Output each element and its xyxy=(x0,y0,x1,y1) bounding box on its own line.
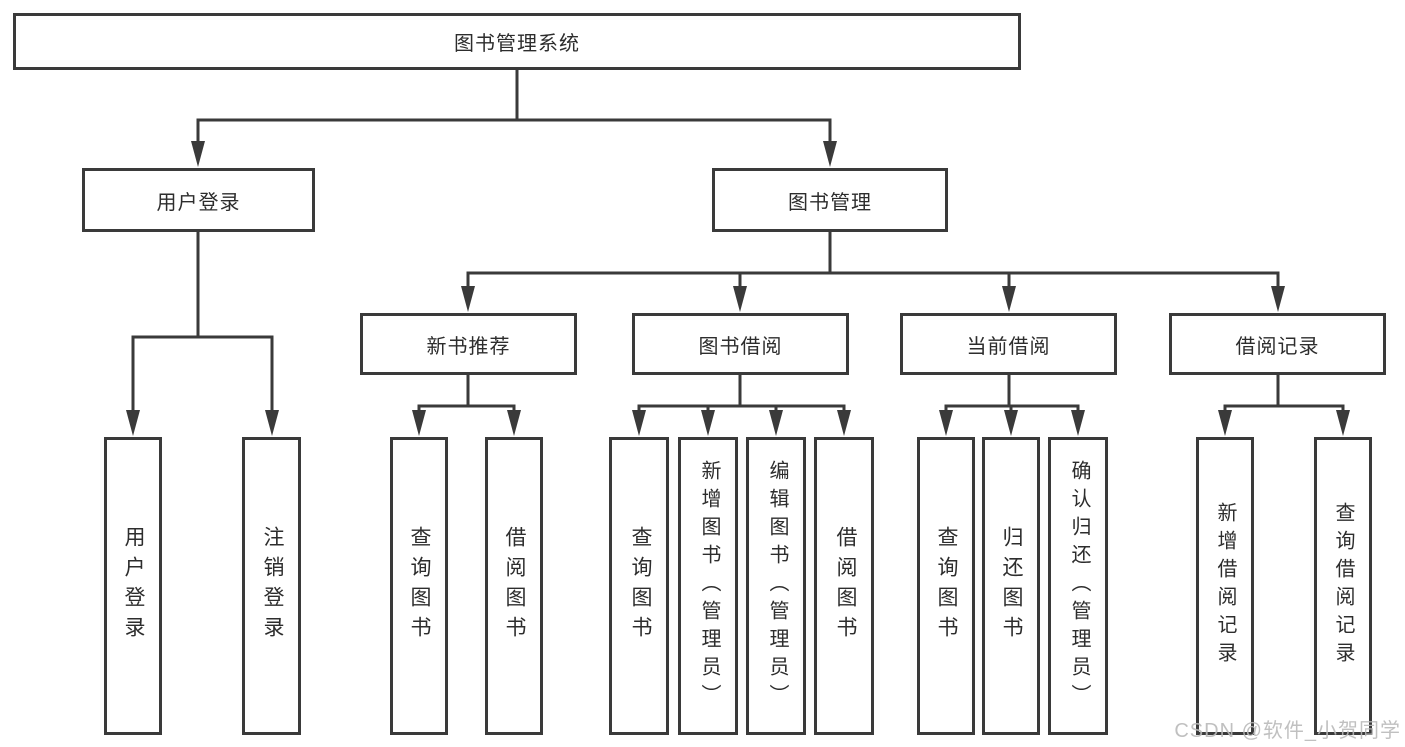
arrow-down-icon xyxy=(1002,286,1016,312)
watermark: CSDN @软件_小贺同学 xyxy=(1174,720,1401,742)
arrow-down-icon xyxy=(769,410,783,436)
leaf-bb-query-books: 查询图书 xyxy=(609,437,669,735)
leaf-cb-return-books: 归还图书 xyxy=(982,437,1040,735)
node-book-borrow: 图书借阅 xyxy=(632,313,849,375)
leaf-br-add-borrow-record: 新增借阅记录 xyxy=(1196,437,1254,735)
arrow-down-icon xyxy=(191,141,205,167)
leaf-nb-query-books: 查询图书 xyxy=(390,437,448,735)
node-borrow-records: 借阅记录 xyxy=(1169,313,1386,375)
node-book-management: 图书管理 xyxy=(712,168,948,232)
arrow-down-icon xyxy=(632,410,646,436)
node-root-system: 图书管理系统 xyxy=(13,13,1021,70)
arrowheads xyxy=(126,141,1350,436)
arrow-down-icon xyxy=(701,410,715,436)
leaf-br-query-borrow-record: 查询借阅记录 xyxy=(1314,437,1372,735)
arrow-down-icon xyxy=(939,410,953,436)
node-new-book-recommend: 新书推荐 xyxy=(360,313,577,375)
arrow-down-icon xyxy=(823,141,837,167)
arrow-down-icon xyxy=(412,410,426,436)
leaf-bb-add-books-admin: 新增图书（管理员） xyxy=(678,437,738,735)
arrow-down-icon xyxy=(1336,410,1350,436)
leaf-user-login: 用户登录 xyxy=(104,437,162,735)
arrow-down-icon xyxy=(1004,410,1018,436)
arrow-down-icon xyxy=(1071,410,1085,436)
arrow-down-icon xyxy=(461,286,475,312)
node-user-login: 用户登录 xyxy=(82,168,315,232)
leaf-cb-confirm-return-admin: 确认归还（管理员） xyxy=(1048,437,1108,735)
arrow-down-icon xyxy=(1218,410,1232,436)
arrow-down-icon xyxy=(1271,286,1285,312)
arrow-down-icon xyxy=(126,410,140,436)
arrow-down-icon xyxy=(507,410,521,436)
leaf-cb-query-books: 查询图书 xyxy=(917,437,975,735)
leaf-logout: 注销登录 xyxy=(242,437,301,735)
arrow-down-icon xyxy=(837,410,851,436)
node-current-borrow: 当前借阅 xyxy=(900,313,1117,375)
leaf-bb-borrow-books: 借阅图书 xyxy=(814,437,874,735)
arrow-down-icon xyxy=(733,286,747,312)
leaf-nb-borrow-books: 借阅图书 xyxy=(485,437,543,735)
leaf-bb-edit-books-admin: 编辑图书（管理员） xyxy=(746,437,806,735)
arrow-down-icon xyxy=(265,410,279,436)
